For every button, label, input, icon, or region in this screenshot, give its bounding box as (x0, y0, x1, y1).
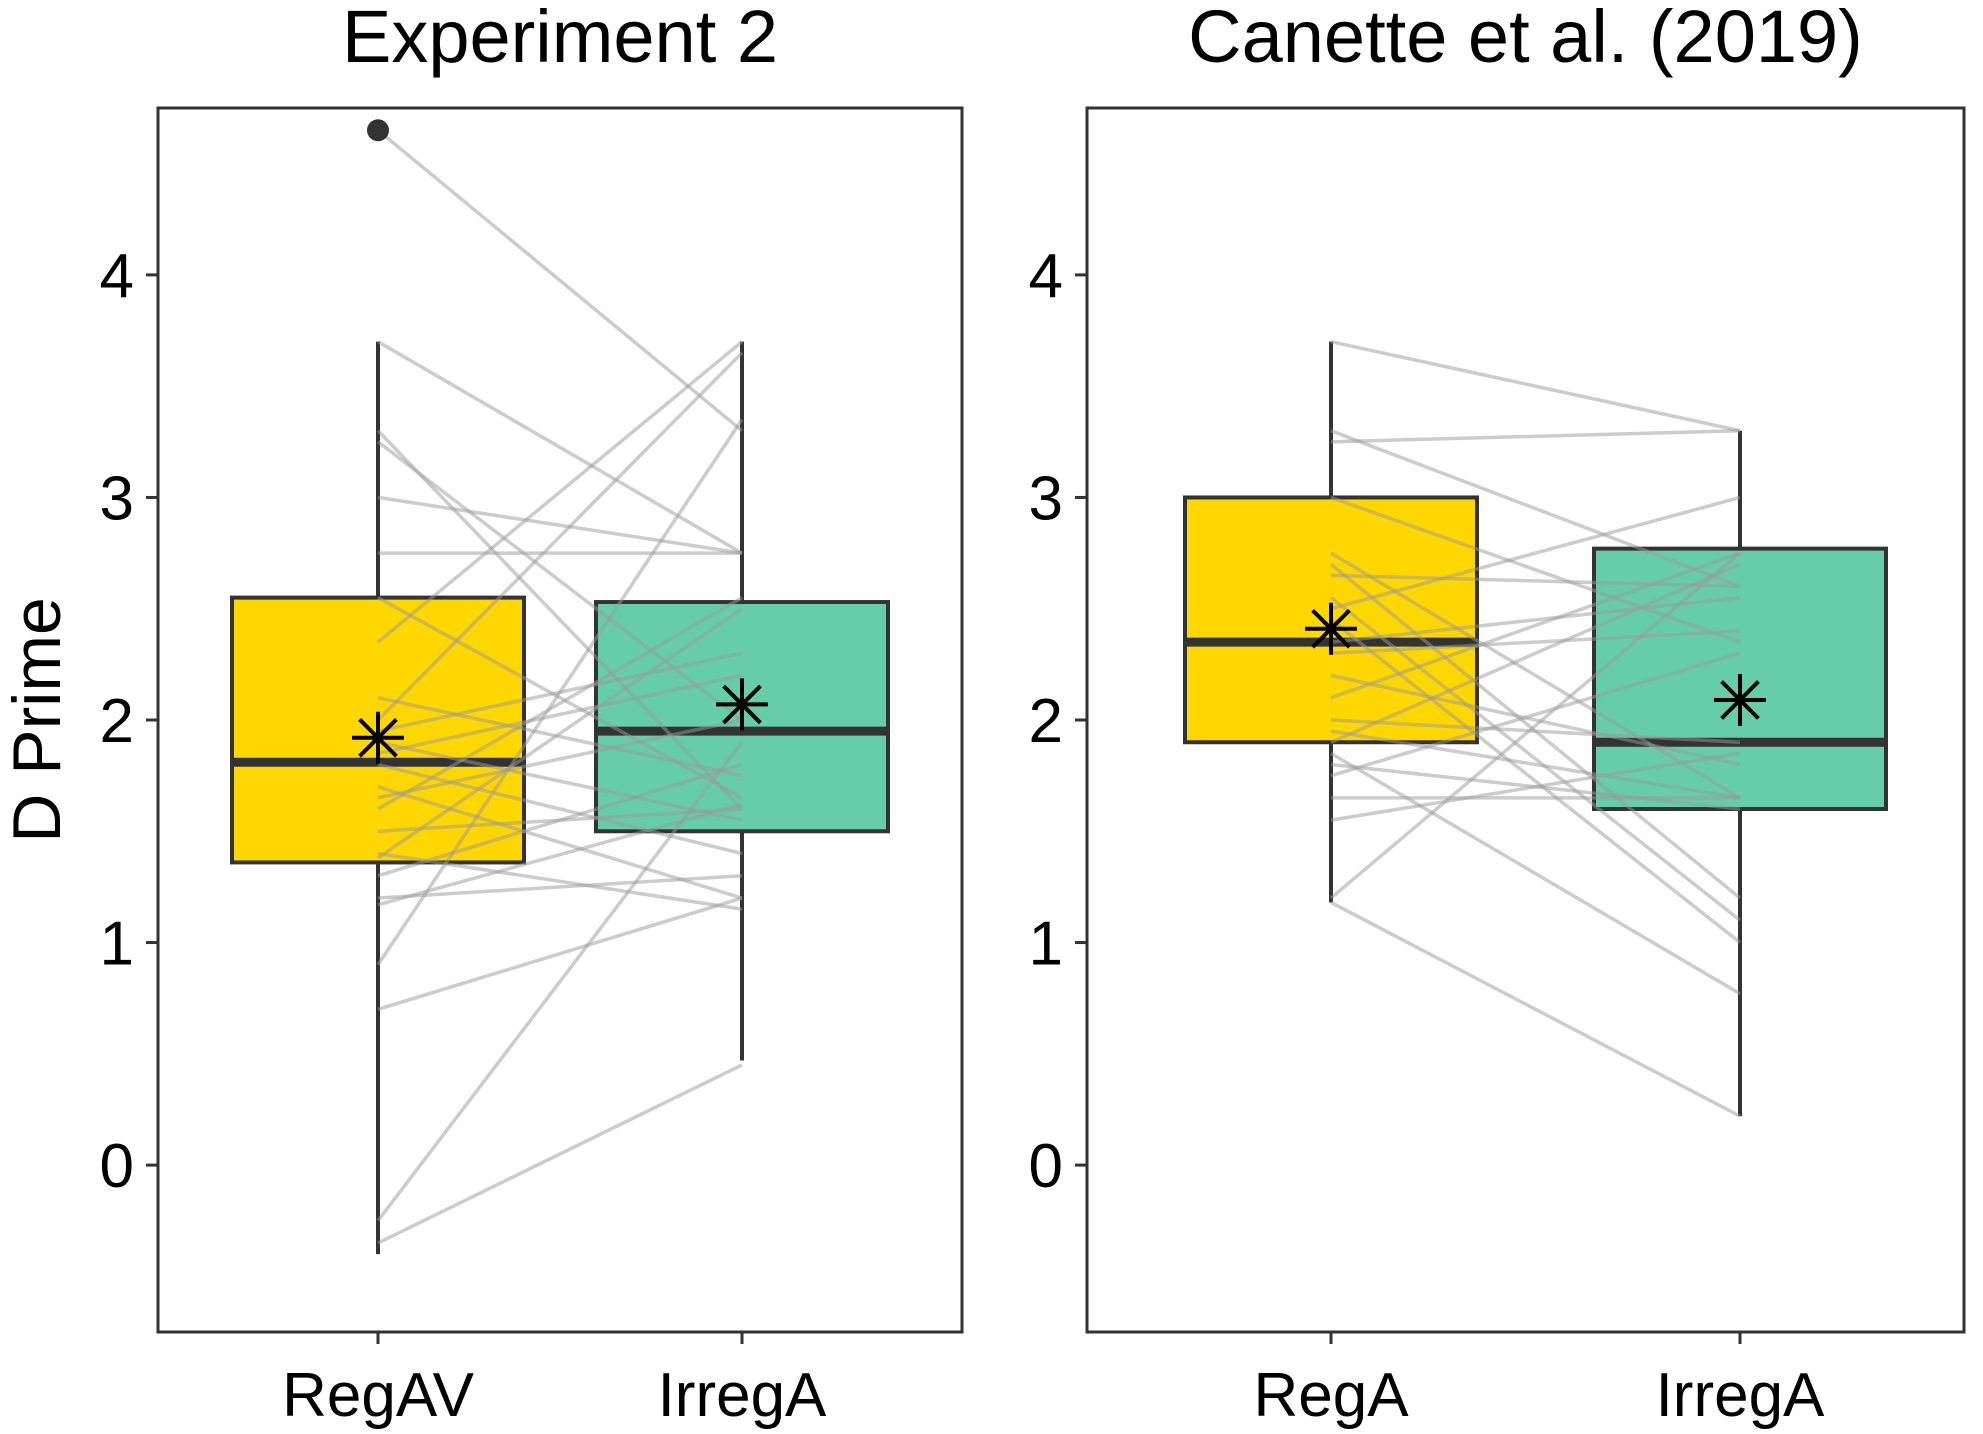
y-tick-label: 4 (1029, 242, 1063, 311)
outlier-point (367, 119, 389, 142)
y-tick-label: 0 (1029, 1132, 1063, 1201)
participant-line (1330, 629, 1741, 655)
y-tick-label: 2 (100, 687, 134, 756)
y-tick-label: 1 (1029, 910, 1063, 979)
participant-line (377, 851, 743, 911)
participant-line (377, 607, 743, 860)
participant-line (376, 429, 744, 811)
participant-line (376, 418, 744, 966)
participant-line (1330, 562, 1741, 744)
participant-line (376, 440, 744, 722)
x-tick-label: RegAV (282, 1361, 474, 1429)
participant-line (1330, 900, 1741, 1118)
participant-line (376, 128, 744, 433)
participant-line (377, 896, 743, 1011)
x-tick-label: IrregA (1656, 1361, 1825, 1429)
participant-line (1330, 573, 1741, 589)
participant-line (1329, 618, 1742, 944)
mean-marker-irrega (716, 678, 768, 731)
panel-title: Canette et al. (2019) (1188, 0, 1863, 78)
panel-title: Experiment 2 (342, 0, 778, 78)
participant-line (1330, 428, 1741, 444)
participant-line (377, 696, 743, 778)
participant-line (1330, 495, 1741, 611)
participant-line (377, 874, 743, 900)
y-tick-label: 3 (100, 464, 134, 533)
participant-line (1330, 751, 1741, 996)
mean-marker-irrega (1714, 673, 1766, 726)
mean-marker-regav (352, 711, 404, 764)
participant-line (1330, 595, 1741, 644)
y-axis-title: D Prime (0, 597, 75, 843)
participant-line (377, 673, 743, 756)
y-tick-label: 3 (1029, 464, 1063, 533)
participant-line (377, 1063, 743, 1245)
y-tick-label: 0 (100, 1132, 134, 1201)
participant-line (376, 741, 744, 1222)
x-tick-label: IrregA (658, 1361, 827, 1429)
participant-line (376, 340, 744, 644)
participant-line (377, 740, 743, 822)
participant-line (1330, 718, 1741, 745)
participant-line (1330, 339, 1741, 433)
participant-line (1329, 551, 1742, 900)
participant-line (377, 596, 743, 800)
participant-line (1329, 596, 1742, 922)
participant-line (1330, 551, 1741, 800)
x-tick-label: RegA (1253, 1361, 1409, 1429)
participant-line (376, 351, 744, 722)
participant-line (377, 340, 743, 555)
participant-line (377, 596, 743, 811)
mean-marker-rega (1305, 602, 1357, 655)
participant-line (377, 495, 743, 555)
participant-line (1330, 651, 1741, 778)
participant-line (1330, 429, 1741, 589)
participant-line (377, 762, 743, 878)
y-tick-label: 2 (1029, 687, 1063, 756)
participant-line (1330, 751, 1741, 822)
participant-line (377, 718, 743, 800)
participant-line (377, 762, 743, 856)
y-tick-label: 1 (100, 910, 134, 979)
participant-line (1330, 729, 1741, 800)
y-tick-label: 4 (100, 242, 134, 311)
participant-line (1330, 495, 1741, 644)
participant-line (1330, 673, 1741, 767)
